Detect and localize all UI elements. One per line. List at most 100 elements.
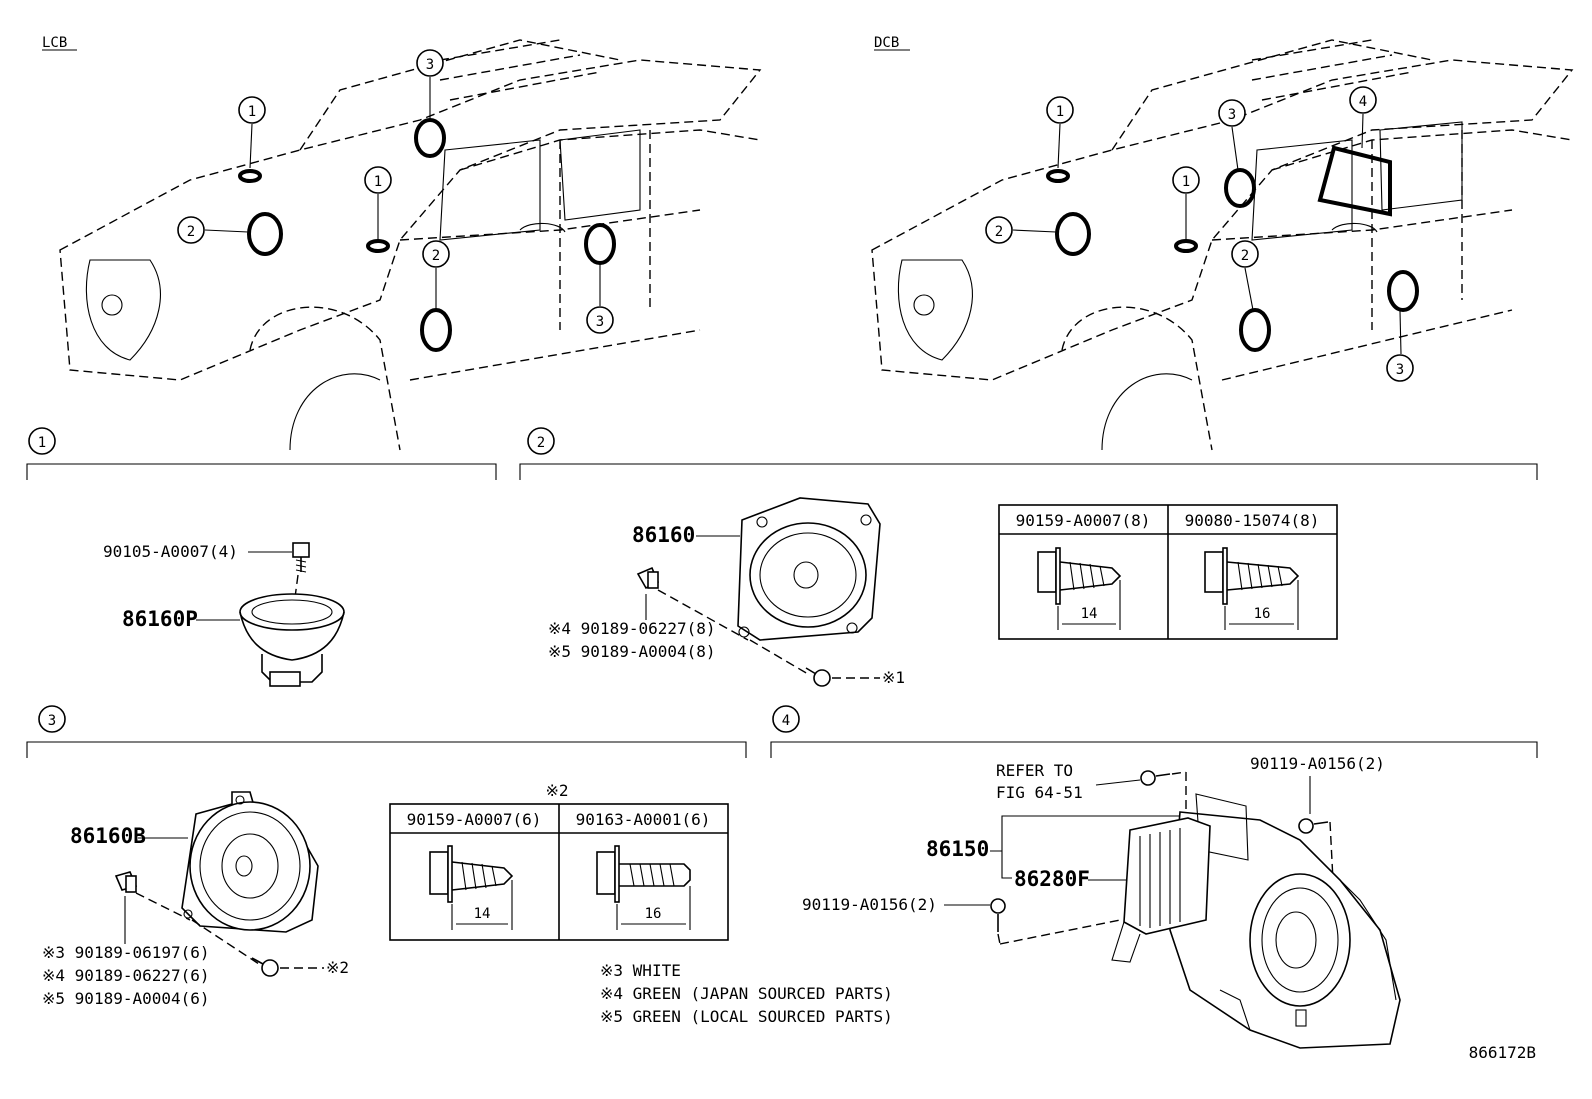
part-86160B: 86160B (70, 824, 146, 848)
view-label-lcb: LCB (42, 35, 67, 51)
lcb-speaker-3b (584, 223, 616, 265)
dcb-speaker-3a (1224, 168, 1256, 208)
section-4-number-badge (772, 705, 800, 733)
part-86280F: 86280F (1014, 867, 1090, 891)
section-3: 3 86160B ※3 90189-06197(6) ※4 90189-0622… (26, 705, 893, 1026)
bolt-icon (990, 898, 1006, 932)
refer-to-label: REFER TO (996, 761, 1073, 780)
table3-length-1: 14 (474, 906, 491, 922)
section-1-number: 1 (38, 435, 46, 451)
svg-text:2: 2 (432, 248, 440, 264)
table2-header-2: 90080-15074(8) (1185, 511, 1320, 530)
lcb-speaker-2a (247, 212, 283, 256)
section-3-number: 3 (48, 713, 56, 729)
bolt-icon (1298, 818, 1329, 834)
svg-text:1: 1 (248, 104, 256, 120)
lcb-callout-2a: 2 (177, 216, 249, 244)
part-90119-A0156-top: 90119-A0156(2) (1250, 754, 1385, 773)
note-3: ※3 WHITE (600, 961, 681, 980)
door-speaker-86160 (737, 497, 881, 641)
part-86160: 86160 (632, 523, 695, 547)
dcb-callout-3b: 3 (1386, 310, 1414, 382)
lcb-callout-3a: 3 (416, 49, 444, 120)
dcb-speaker-2a (1055, 212, 1091, 256)
screw-flange-icon (1204, 547, 1300, 605)
lcb-speaker-2b (420, 308, 452, 352)
dcb-speaker-2b (1239, 308, 1271, 352)
dcb-speaker-3b (1387, 270, 1419, 312)
svg-text:2: 2 (187, 224, 195, 240)
truck-dcb-illustration (871, 39, 1574, 451)
dcb-callout-4: 4 (1349, 86, 1377, 149)
clip-icon (114, 871, 138, 893)
screw-flange-icon (1037, 547, 1122, 605)
clip-icon (636, 566, 660, 590)
section-1: 1 90105-A0007(4) 86160P (26, 427, 497, 687)
section-2-number: 2 (537, 435, 545, 451)
bolt-icon (1140, 770, 1171, 786)
svg-text:3: 3 (596, 314, 604, 330)
clip-90189-A0004: ※5 90189-A0004(6) (42, 989, 210, 1008)
section-4-number: 4 (782, 713, 790, 729)
dcb-callout-2b: 2 (1231, 240, 1259, 311)
screw-flange-icon (429, 845, 514, 903)
screw-note-1: ※1 (882, 668, 905, 687)
view-label-dcb: DCB (874, 35, 899, 51)
dcb-callout-1b: 1 (1172, 166, 1200, 240)
section-2-number-badge (527, 427, 555, 455)
screw-icon (251, 957, 279, 977)
note-5: ※5 GREEN (LOCAL SOURCED PARTS) (600, 1007, 893, 1026)
dcb-callout-3a: 3 (1218, 99, 1246, 171)
dcb-speaker-1a (1046, 169, 1070, 183)
part-90119-A0156-left: 90119-A0156(2) (802, 895, 937, 914)
table3-length-2: 16 (645, 906, 662, 922)
section-3-number-badge (38, 705, 66, 733)
clip-90189-A0004: ※5 90189-A0004(8) (548, 642, 716, 661)
table2-header-1: 90159-A0007(8) (1016, 511, 1151, 530)
part-86150: 86150 (926, 837, 989, 861)
subwoofer-assembly (1169, 793, 1401, 1049)
tweeter-speaker-86160P (239, 593, 345, 687)
dcb-callout-2a: 2 (985, 216, 1057, 244)
screw-note-2: ※2 (326, 958, 349, 977)
section-4: 4 REFER TO FIG 64-51 90119-A0156(2) 8615… (770, 705, 1538, 1049)
svg-text:1: 1 (1056, 104, 1064, 120)
svg-text:3: 3 (426, 57, 434, 73)
figure-id: 866172B (1469, 1043, 1536, 1062)
svg-text:2: 2 (995, 224, 1003, 240)
truck-lcb-illustration (59, 39, 762, 451)
part-90105-A0007: 90105-A0007(4) (103, 542, 238, 561)
lcb-callout-2b: 2 (422, 240, 450, 310)
door-speaker-86160B (181, 791, 319, 933)
clip-90189-06197: ※3 90189-06197(6) (42, 943, 210, 962)
amplifier-86280F (1111, 817, 1211, 963)
dcb-callout-1a: 1 (1046, 96, 1074, 169)
table3-header-1: 90159-A0007(6) (407, 810, 542, 829)
lcb-speaker-1b (366, 239, 390, 253)
dcb-subwoofer-location (1317, 145, 1392, 217)
table2-length-1: 14 (1081, 606, 1098, 622)
part-86160P: 86160P (122, 607, 198, 631)
svg-text:3: 3 (1228, 107, 1236, 123)
dcb-speaker-1b (1174, 239, 1198, 253)
lcb-callout-1b: 1 (364, 166, 392, 240)
svg-text:3: 3 (1396, 362, 1404, 378)
bolt-icon (292, 542, 310, 573)
section-2: 2 86160 ※4 90189-06227(8) ※5 90189-A0004… (519, 427, 1538, 687)
fastener-table-section-2: 90159-A0007(8) 90080-15074(8) 14 16 (998, 504, 1338, 640)
screw-icon (805, 667, 831, 687)
clip-90189-06227: ※4 90189-06227(6) (42, 966, 210, 985)
clip-90189-06227: ※4 90189-06227(8) (548, 619, 716, 638)
table2-length-2: 16 (1254, 606, 1271, 622)
svg-text:1: 1 (1182, 174, 1190, 190)
lcb-speaker-3a (414, 118, 446, 158)
table3-header-2: 90163-A0001(6) (576, 810, 711, 829)
svg-text:1: 1 (374, 174, 382, 190)
svg-text:4: 4 (1359, 94, 1367, 110)
section-1-number-badge (28, 427, 56, 455)
refer-fig-label: FIG 64-51 (996, 783, 1083, 802)
lcb-speaker-1a (238, 169, 262, 183)
svg-text:2: 2 (1241, 248, 1249, 264)
lcb-callout-3b: 3 (586, 263, 614, 334)
